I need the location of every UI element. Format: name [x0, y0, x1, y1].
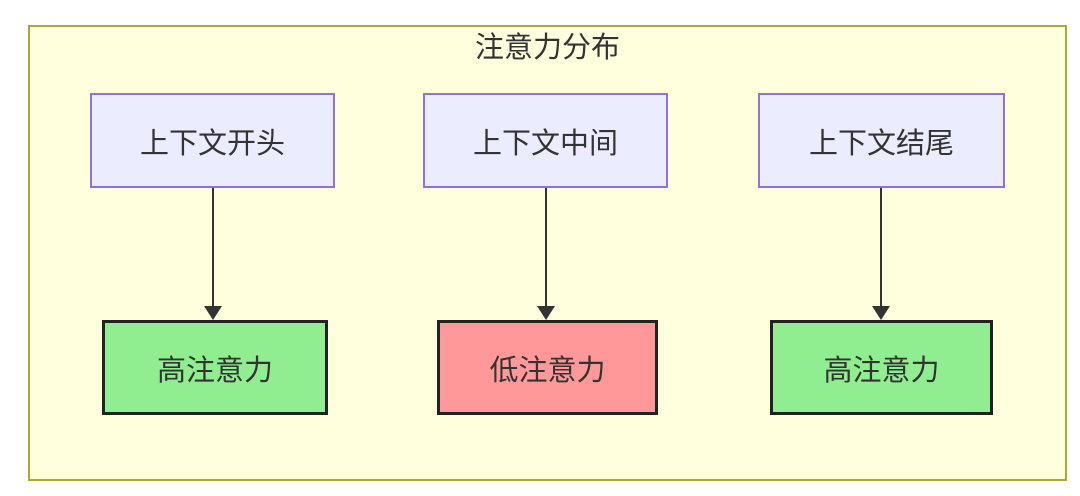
arrow-line-left [212, 188, 214, 307]
arrow-line-middle [545, 188, 547, 307]
arrow-head-middle [537, 306, 555, 320]
arrow-head-left [204, 306, 222, 320]
diagram-title: 注意力分布 [474, 32, 620, 64]
node-context-middle: 上下文中间 [423, 93, 668, 188]
node-context-end: 上下文结尾 [758, 93, 1005, 188]
arrow-line-right [880, 188, 882, 307]
node-high-attention-right: 高注意力 [770, 320, 993, 415]
arrow-head-right [872, 306, 890, 320]
node-context-beginning: 上下文开头 [90, 93, 335, 188]
node-high-attention-left: 高注意力 [102, 320, 328, 415]
node-low-attention-middle: 低注意力 [437, 320, 658, 415]
